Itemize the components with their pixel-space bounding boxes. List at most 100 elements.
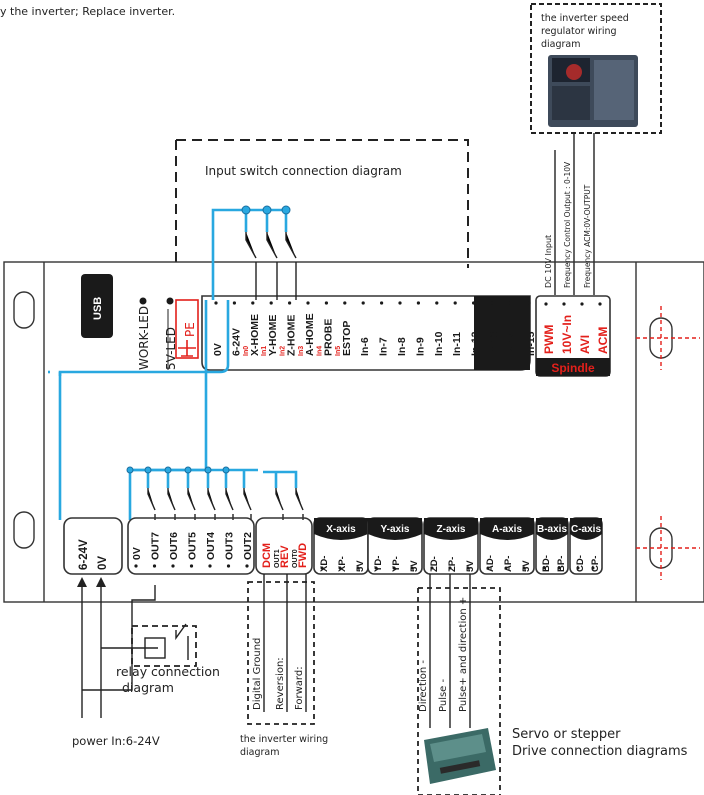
axis-pin-dot	[504, 566, 508, 570]
servo-caption-1: Servo or stepper	[512, 727, 621, 742]
input-pin-in-7: In-7	[378, 337, 390, 356]
input-pin-dot	[508, 301, 512, 305]
spindle-pin-pwm: PWM	[542, 325, 556, 354]
output-pin-0v: 0V	[131, 547, 143, 560]
axis-title-x-axis: X-axis	[326, 524, 356, 535]
output-pin-dot	[171, 564, 175, 568]
inverter-device-image	[548, 55, 638, 127]
axis-pin-x-axis-5v: 5V	[355, 560, 366, 572]
output-pin-dot	[226, 564, 231, 568]
axis-pin-dot	[557, 566, 561, 570]
axis-pin-dot	[576, 566, 580, 570]
output-terminal-block	[127, 517, 255, 575]
blue-wires	[48, 208, 298, 520]
input-pin-sub-in0: In0	[243, 346, 250, 356]
inverter-speed-box	[530, 3, 662, 134]
relay-coil	[144, 637, 166, 659]
relay-caption-2: diagram	[122, 680, 174, 695]
inverter-pin-sub-out0: OUT0	[292, 549, 299, 568]
axis-block-header	[480, 518, 534, 540]
axis-pin-dot	[356, 566, 360, 570]
relay-caption-1: relay connection	[116, 664, 220, 679]
output-pin-dot	[208, 564, 212, 568]
ground-icon	[178, 340, 196, 357]
input-pin-dot	[527, 301, 531, 305]
axis-pin-dot	[410, 566, 414, 570]
inverter-wire-label-2: Reversion:	[275, 657, 286, 710]
output-pin-out3: OUT3	[224, 532, 236, 560]
output-pin-dot	[189, 564, 194, 568]
servo-wire-label-1: Direction -	[418, 660, 429, 712]
inverter-pin-sub-out1: OUT1	[274, 549, 281, 568]
axis-pin-z-axis-zd: ZD-	[429, 556, 440, 572]
axis-pin-dot	[448, 566, 452, 570]
input-pin-in-13: In-13	[488, 331, 500, 356]
input-switch-caption: Input switch connection diagram	[205, 164, 402, 178]
servo-drive-image	[424, 728, 496, 784]
input-pin-in-11: In-11	[451, 332, 463, 356]
output-pin-out4: OUT4	[205, 532, 217, 560]
inverter-pin-fwd: FWD	[297, 543, 309, 568]
input-pin-0v: 0V	[212, 343, 224, 356]
input-pin-dot	[398, 301, 402, 305]
input-pin-in-8: In-8	[396, 337, 408, 356]
power-pin-6-24v: 6-24V	[78, 539, 90, 570]
inverter-speed-caption-3: diagram	[541, 39, 581, 50]
axis-pin-dot	[338, 566, 342, 570]
input-terminal-block	[201, 295, 531, 371]
input-pin-sub-in3: In3	[298, 346, 305, 356]
input-pin-dot	[472, 301, 476, 305]
wire-junctions	[126, 205, 291, 474]
inverter-speed-caption-1: the inverter speed	[541, 13, 629, 24]
axis-pin-dot	[486, 566, 490, 570]
output-pin-dot	[245, 564, 249, 568]
input-pin-estop: ESTOP	[341, 321, 353, 356]
output-pin-out7: OUT7	[150, 532, 162, 560]
input-pin-in-9: In-9	[414, 337, 426, 356]
spindle-pin-dot	[562, 302, 566, 306]
input-pin-in-10: In-10	[433, 331, 445, 356]
input-pin-dot	[324, 301, 328, 305]
axis-title-a-axis: A-axis	[492, 524, 522, 535]
axis-pin-dot	[466, 566, 470, 570]
axis-pin-b-axis-bd: BD-	[541, 555, 552, 572]
input-pin-sub-in2: In2	[280, 346, 287, 356]
servo-wire-label-3: Pulse+ and direction +	[458, 597, 469, 712]
axis-pin-dot	[392, 566, 396, 570]
axis-pin-z-axis-5v: 5V	[465, 560, 476, 572]
input-pin-a-home: A-HOME	[304, 313, 316, 356]
axis-pin-a-axis-5v: 5V	[521, 560, 532, 572]
input-switch-box	[175, 139, 469, 268]
inverter-pin-rev: REV	[279, 545, 291, 568]
output-pin-out2: OUT2	[242, 532, 254, 560]
pe-terminal: PE	[175, 299, 199, 359]
axis-pin-dot	[522, 566, 526, 570]
spindle-pin-dot	[598, 302, 602, 306]
input-pin-dot	[361, 301, 365, 305]
axis-pin-y-axis-yd: YD-	[373, 556, 384, 572]
mount-hole-top-left	[13, 291, 35, 329]
axis-block-header	[424, 518, 478, 540]
power-pin-0v: 0V	[97, 556, 109, 570]
work-led-label: WORK-LED	[137, 306, 151, 370]
axis-pin-c-axis-cd: CD-	[575, 555, 586, 572]
input-pin-sub-in4: In4	[316, 346, 323, 356]
input-pin-dot	[435, 301, 439, 305]
input-switches	[245, 232, 297, 300]
axis-title-z-axis: Z-axis	[437, 524, 466, 535]
input-pin-dot	[214, 301, 218, 305]
input-pin-dot	[453, 301, 457, 305]
mount-hole-bottom-left	[13, 511, 35, 549]
spindle-pin-avi: AVI	[578, 335, 592, 354]
servo-box	[417, 587, 501, 795]
inverter-wiring-caption-1: the inverter wiring	[240, 734, 328, 745]
axis-block-header	[368, 518, 422, 540]
spindle-pin-dot	[580, 302, 584, 306]
input-pin-dot	[288, 301, 292, 305]
input-pin-6-24v: 6-24V	[230, 328, 242, 356]
input-pin-sub-in5: In5	[335, 346, 342, 356]
spindle-pin-dot	[544, 302, 548, 306]
